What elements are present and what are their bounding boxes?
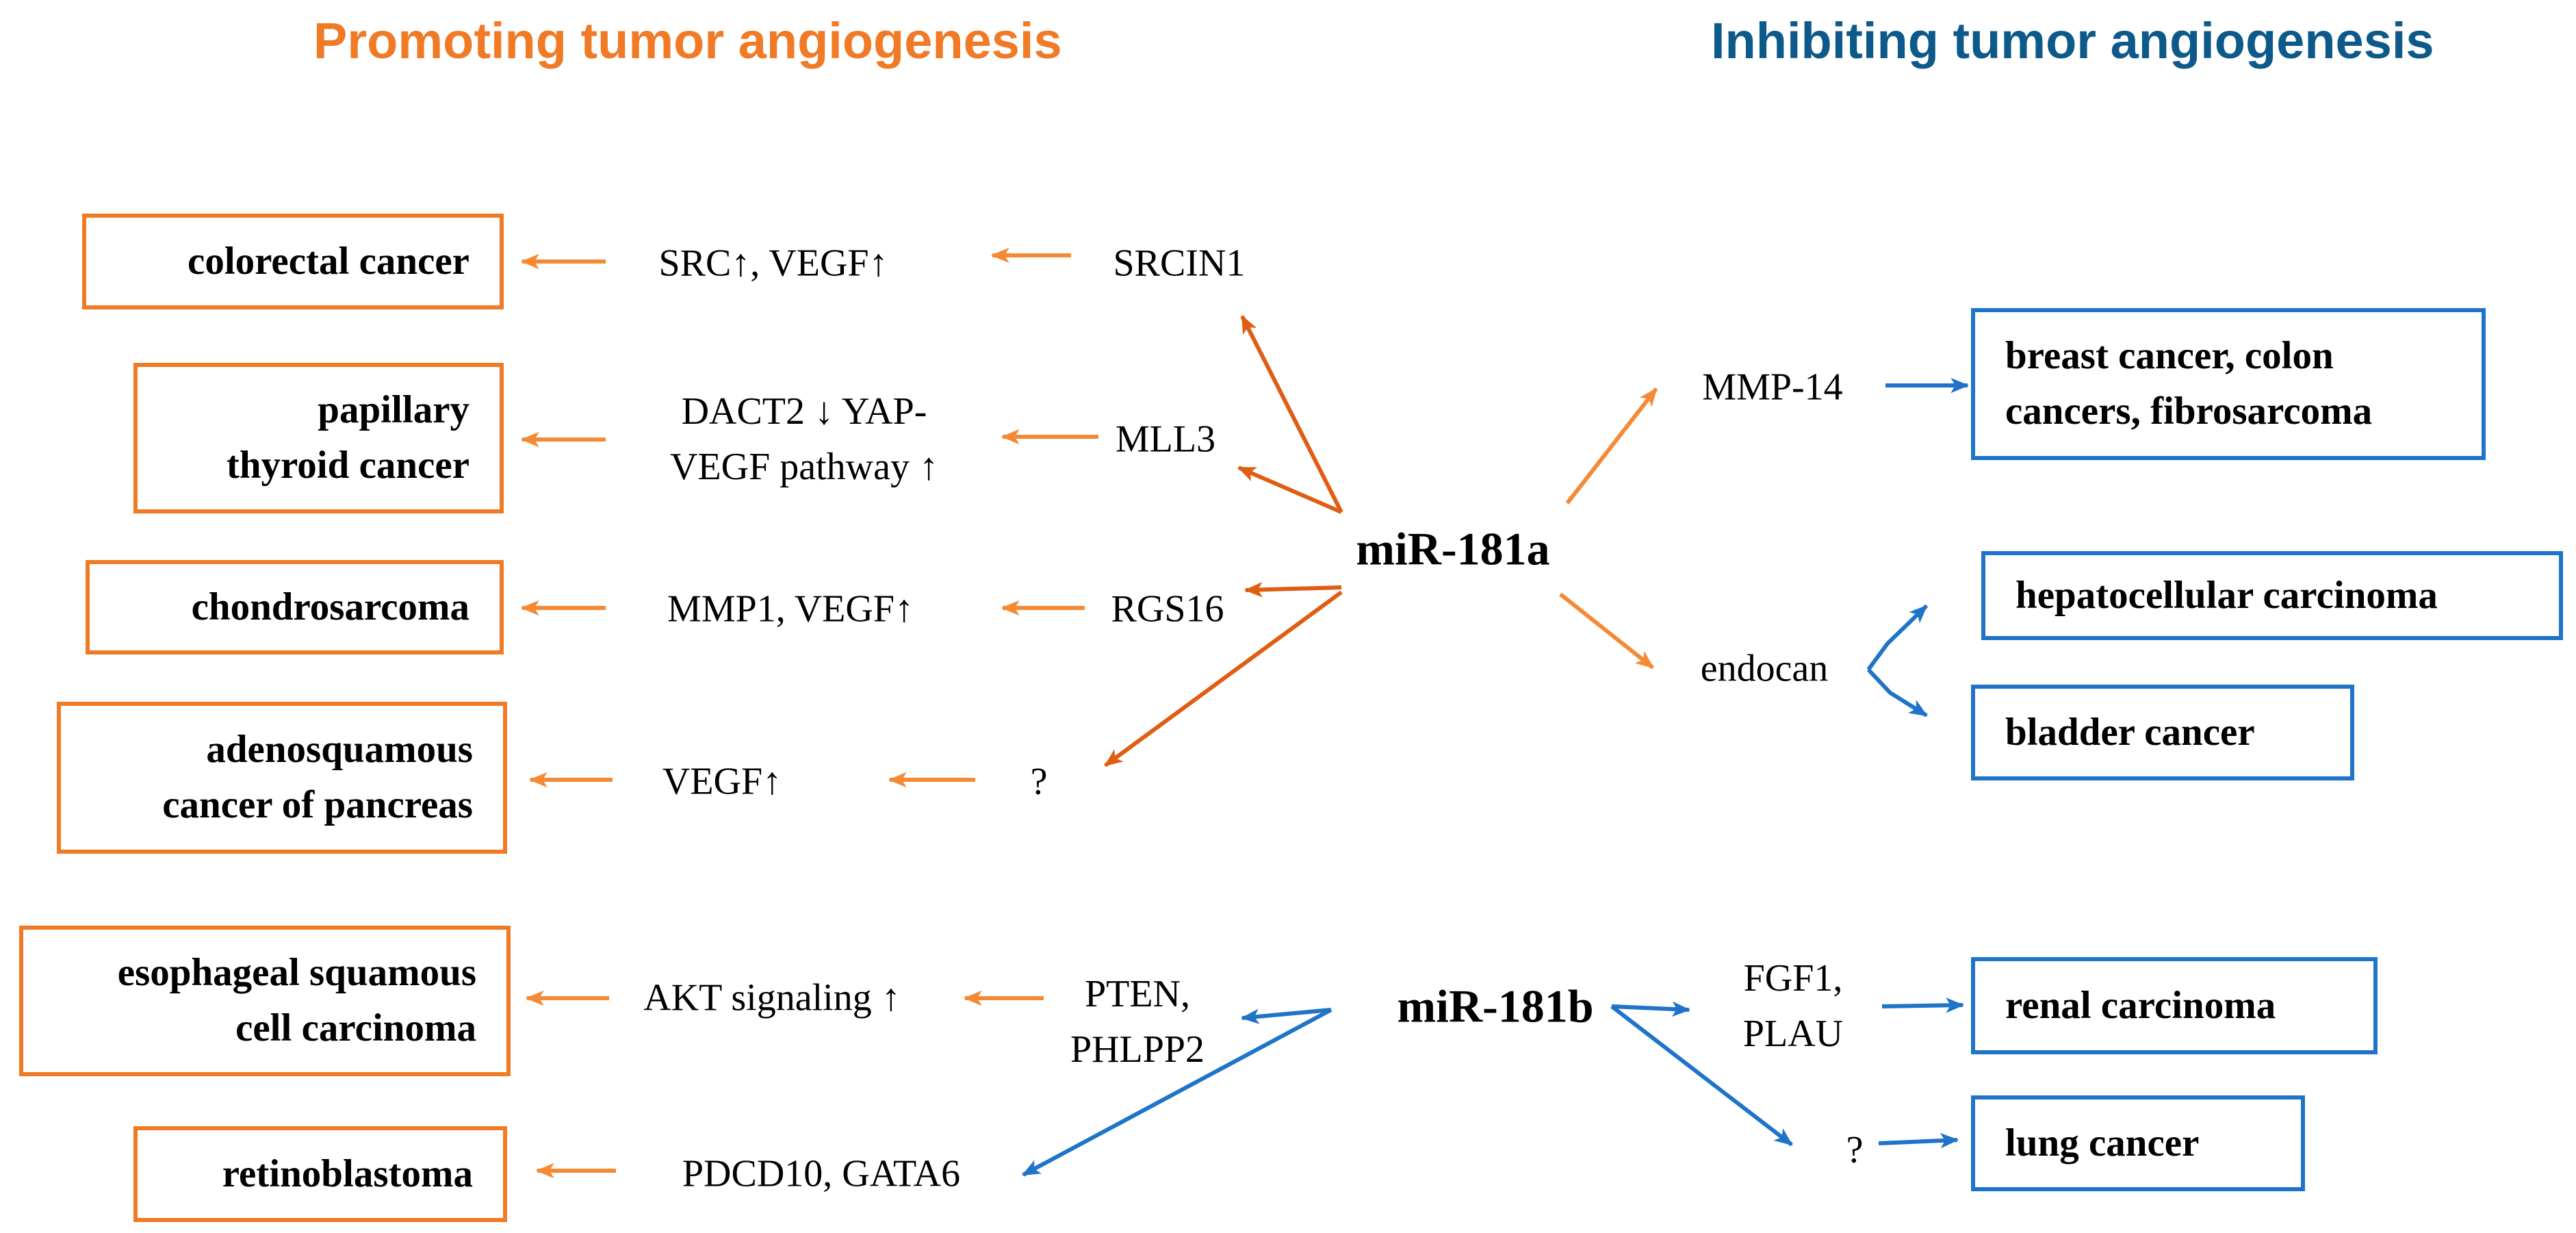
target-label-pten-phlpp2: PTEN, PHLPP2: [1070, 972, 1205, 1071]
arrow-mir181b-to-q: [1610, 1004, 1793, 1147]
arrow-mir181b-to-pten: [1240, 1008, 1332, 1024]
arrow-endocan-to-bladder: [1866, 668, 1928, 717]
cancer-label: thyroid cancer: [226, 444, 469, 487]
cancer-box-esophageal: esophageal squamous cell carcinoma: [19, 926, 511, 1076]
cancer-box-bladder: bladder cancer: [1971, 685, 2354, 780]
cancer-label: bladder cancer: [2005, 710, 2255, 754]
arrow-mir181a-to-q: [1104, 590, 1343, 767]
cancer-label: adenosquamous: [206, 728, 473, 772]
cancer-label: papillary: [318, 388, 469, 432]
target-label-rgs16: RGS16: [1111, 587, 1224, 631]
target-label-endocan: endocan: [1700, 647, 1829, 690]
arrow-mir181a-to-mll3: [1237, 466, 1343, 514]
arrow-fgf1-to-renal: [1881, 997, 1965, 1013]
cancer-box-retinoblastoma: retinoblastoma: [133, 1126, 507, 1222]
cancer-box-breast-colon: breast cancer, colon cancers, fibrosarco…: [1971, 308, 2486, 460]
cancer-label: lung cancer: [2005, 1121, 2200, 1165]
arrow-mir181a-to-mmp14: [1565, 387, 1658, 505]
cancer-box-hepatocellular: hepatocellular carcinoma: [1981, 551, 2563, 640]
cancer-label: breast cancer, colon: [2005, 334, 2334, 378]
effect-label-pdcd10-gata6: PDCD10, GATA6: [682, 1152, 961, 1195]
effect-label-dact2: DACT2 ↓ YAP- VEGF pathway ↑: [670, 390, 938, 488]
cancer-box-chondrosarcoma: chondrosarcoma: [86, 560, 504, 654]
cancer-box-papillary-thyroid: papillary thyroid cancer: [133, 363, 504, 513]
cancer-label: renal carcinoma: [2005, 983, 2276, 1027]
cancer-label: hepatocellular carcinoma: [2015, 573, 2438, 617]
target-label-question: ?: [1030, 760, 1048, 803]
cancer-label: esophageal squamous: [117, 951, 476, 995]
arrow-endocan-to-hepatocellular: [1866, 604, 1929, 671]
target-label-srcin1: SRCIN1: [1113, 242, 1246, 285]
cancer-label: retinoblastoma: [222, 1152, 473, 1195]
effect-label-akt: AKT signaling ↑: [643, 976, 901, 1019]
cancer-label: chondrosarcoma: [191, 585, 469, 628]
promoting-header: Promoting tumor angiogenesis: [313, 12, 1062, 69]
target-label-mll3: MLL3: [1115, 418, 1216, 461]
cancer-box-lung: lung cancer: [1971, 1095, 2305, 1191]
effect-label-vegf: VEGF↑: [662, 760, 782, 803]
cancer-label: cancers, fibrosarcoma: [2005, 390, 2373, 433]
mir181b-node: miR-181b: [1397, 980, 1594, 1032]
arrow-mir181a-to-endocan: [1559, 592, 1654, 670]
arrow-mir181b-to-pdcd10: [1022, 1008, 1332, 1177]
arrow-mir181b-to-fgf1: [1611, 1001, 1691, 1017]
target-label-question-2: ?: [1846, 1128, 1864, 1171]
cancer-box-adenosquamous: adenosquamous cancer of pancreas: [57, 702, 507, 854]
effect-label-mmp1-vegf: MMP1, VEGF↑: [667, 587, 914, 631]
cancer-box-renal: renal carcinoma: [1971, 957, 2378, 1054]
cancer-box-colorectal: colorectal cancer: [82, 214, 504, 309]
arrow-q-to-lung: [1878, 1132, 1959, 1149]
inhibiting-header: Inhibiting tumor angiogenesis: [1711, 12, 2434, 69]
cancer-label: cancer of pancreas: [162, 783, 473, 826]
cancer-label: colorectal cancer: [188, 239, 469, 283]
mir181a-node: miR-181a: [1356, 522, 1550, 575]
arrow-mir181a-to-rgs16: [1244, 582, 1342, 598]
arrow-mir181a-to-srcin1: [1240, 314, 1343, 513]
cancer-label: cell carcinoma: [235, 1006, 476, 1050]
target-label-mmp14: MMP-14: [1702, 366, 1843, 409]
effect-label-src-vegf: SRC↑, VEGF↑: [658, 242, 888, 285]
target-label-fgf1-plau: FGF1, PLAU: [1742, 956, 1844, 1055]
